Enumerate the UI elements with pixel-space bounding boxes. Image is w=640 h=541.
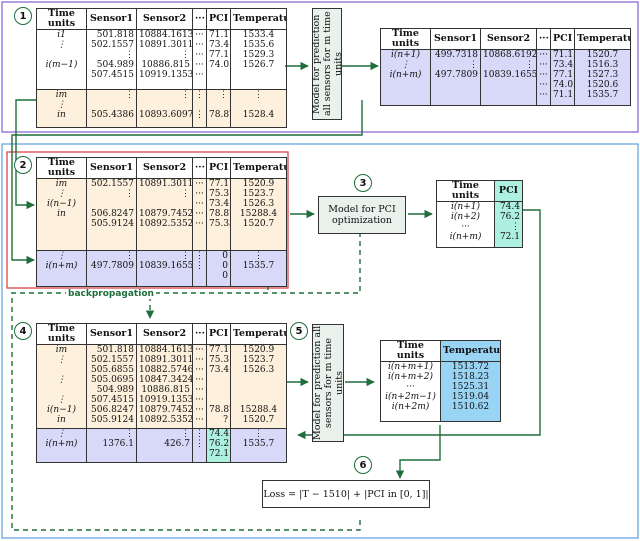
step-badge-4: 4 [14, 322, 32, 340]
table-row: im ⋮ i(n−1) in 502.1557 ⋮ 506.8247 505.9… [36, 178, 287, 251]
table-history-1: Time units Sensor1 Sensor2 ··· PCI Tempe… [36, 8, 287, 128]
step-badge-5: 5 [290, 322, 308, 340]
step-badge-6: 6 [354, 456, 372, 474]
table-history-4: Time units Sensor1 Sensor2 ··· PCI Tempe… [36, 323, 287, 463]
table-row: ⋮ i(n+m) ⋮ 497.7809 ⋮ 10839.1655 ⋮ ⋮ 0 0… [36, 250, 287, 287]
col-sensor1: Sensor1 [86, 8, 137, 30]
table-row: ⋮ i(n+m) ⋮ 1376.1 ⋮ 426.7 ⋮ ⋮ 74.4 76.2 … [36, 428, 287, 463]
step-badge-3: 3 [354, 174, 372, 192]
step-badge-1: 1 [14, 7, 32, 25]
table-pci-output: Time units PCI i(n+1) i(n+2) ··· i(n+m) … [436, 180, 523, 248]
model-predict-all-top: Model for prediction all sensors for m t… [311, 8, 344, 120]
table-row: i(n+m+1) i(n+m+2) ··· i(n+2m−1) i(n+2m) … [380, 361, 501, 422]
panel-training-data [1, 1, 639, 133]
model-pci-optimization: Model for PCI optimization [318, 196, 406, 234]
table-temperature-output: Time units Temperature i(n+m+1) i(n+m+2)… [380, 340, 501, 422]
panel-optimization [1, 143, 639, 539]
panel-table2-highlight [6, 151, 289, 289]
table-predicted-1: Time units Sensor1 Sensor2 ··· PCI Tempe… [380, 28, 631, 106]
table-row: i(n+1) i(n+2) ··· i(n+m) 74.4 76.2 ⋮ 72.… [436, 201, 523, 248]
loss-box: Loss = |T − 1510| + |PCI in [0, 1]| [262, 480, 430, 508]
table-row: i1 ⋮ i(m−1) 501.818 502.1557 ⋮ 504.989 5… [36, 29, 287, 90]
col-sensor2: Sensor2 [136, 8, 193, 30]
table-row: i(n+1) ⋮ i(n+m) 499.7318 ⋮ 497.7809 1086… [380, 49, 631, 106]
step-badge-2: 2 [14, 156, 32, 174]
col-dots: ··· [192, 8, 207, 30]
backprop-label: backpropagation [66, 289, 156, 299]
model-predict-all-bottom: Model for prediction all sensors for m t… [311, 324, 345, 442]
table-row: im ⋮ ⋮ ⋮ i(n−1) in 501.818 502.1557 505.… [36, 344, 287, 429]
table-history-2: Time units Sensor1 Sensor2 ··· PCI Tempe… [36, 157, 287, 287]
col-time-units: Time units [36, 8, 87, 30]
col-temperature: Temperature [230, 8, 287, 30]
table-row: im ⋮ in ⋮ 505.4386 ⋮ 10893.6097 ⋮ ⋮ ⋮ 78… [36, 89, 287, 128]
col-pci: PCI [206, 8, 231, 30]
